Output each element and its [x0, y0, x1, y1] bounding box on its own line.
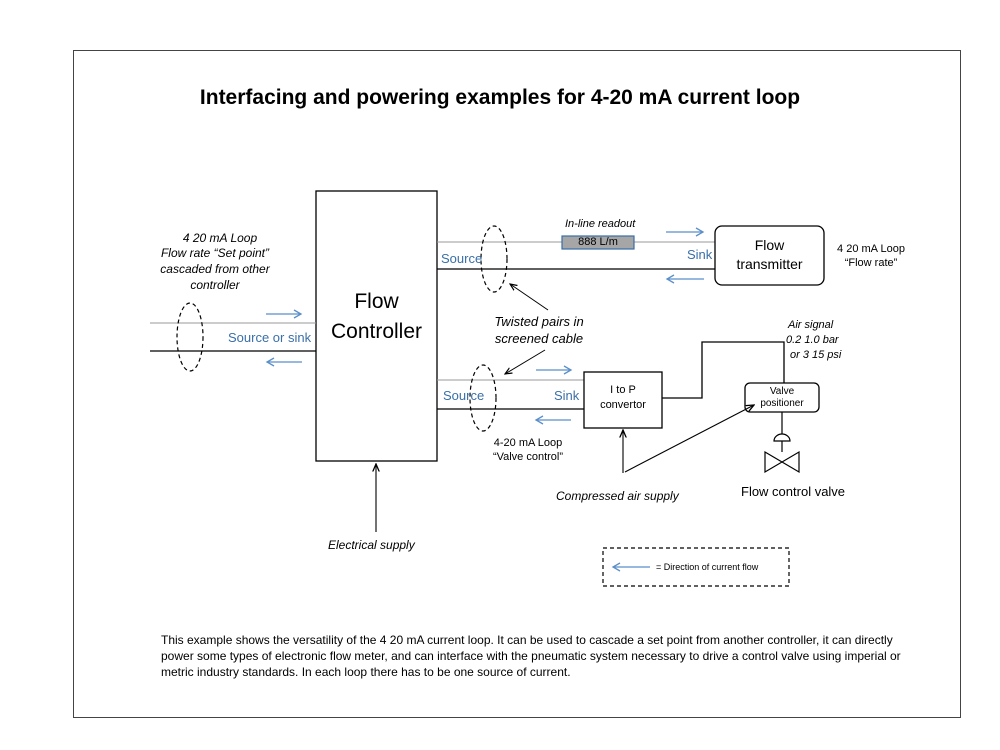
valve-control-loop-label-2: “Valve control”: [492, 451, 564, 463]
flow-rate-loop-label-2: “Flow rate”: [844, 257, 898, 269]
left-loop-port-label: Source or sink: [228, 330, 312, 345]
twisted-pairs-label-2: screened cable: [494, 331, 584, 346]
convertor-label-1: I to P: [610, 384, 636, 396]
flow-rate-loop-label-1: 4 20 mA Loop: [837, 243, 905, 255]
legend-text: = Direction of current flow: [656, 562, 759, 572]
flow-transmitter-label-2: transmitter: [736, 256, 803, 272]
i-to-p-convertor-box: [583, 371, 663, 429]
inline-readout-label: In-line readout: [565, 218, 636, 230]
air-signal-line: [662, 341, 785, 399]
bottom-loop-sink-label: Sink: [554, 388, 580, 403]
flow-controller-box: [315, 190, 438, 462]
valve-control-loop-label-1: 4-20 mA Loop: [493, 437, 563, 449]
valve-positioner-label-2: positioner: [760, 398, 804, 409]
diagram-title: Interfacing and powering examples for 4-…: [199, 86, 801, 109]
flow-transmitter-box: [714, 225, 825, 286]
controller-label-1: Flow: [354, 290, 399, 313]
twisted-pairs-pointer-down: [505, 349, 546, 374]
left-loop-label-4: controller: [190, 278, 240, 292]
twisted-pairs-pointer-up: [510, 284, 549, 311]
twisted-pairs-label-1: Twisted pairs in: [494, 314, 584, 329]
air-signal-label-2: 0.2 1.0 bar: [786, 334, 839, 346]
top-loop-cable-ellipse: [480, 225, 508, 293]
flow-control-valve-label: Flow control valve: [741, 484, 846, 499]
left-loop-label-3: cascaded from other: [160, 262, 270, 276]
air-signal-label-1: Air signal: [788, 319, 834, 331]
left-loop-label-1: 4 20 mA Loop: [182, 231, 258, 245]
bottom-loop-cable-ellipse: [469, 364, 497, 432]
compressed-air-label: Compressed air supply: [556, 489, 679, 503]
left-loop-label-2: Flow rate “Set point”: [160, 246, 270, 260]
electrical-supply-label: Electrical supply: [328, 538, 415, 552]
top-loop-source-label: Source: [441, 251, 483, 266]
flow-transmitter-label-1: Flow: [754, 237, 785, 253]
valve-actuator: [773, 433, 791, 442]
left-loop-cable-ellipse: [176, 302, 204, 372]
bottom-loop-source-label: Source: [443, 388, 485, 403]
top-loop-sink-label: Sink: [687, 247, 713, 262]
inline-readout-value: 888 L/m: [578, 236, 618, 248]
caption-text: This example shows the versatility of th…: [161, 633, 901, 679]
inline-readout-box: [561, 235, 635, 250]
valve-body: [764, 450, 800, 474]
air-supply-to-positioner: [624, 405, 754, 473]
valve-positioner-label-1: Valve: [769, 386, 795, 397]
controller-label-2: Controller: [330, 320, 423, 343]
air-signal-label-3: or 3 15 psi: [790, 349, 842, 361]
convertor-label-2: convertor: [600, 399, 646, 411]
